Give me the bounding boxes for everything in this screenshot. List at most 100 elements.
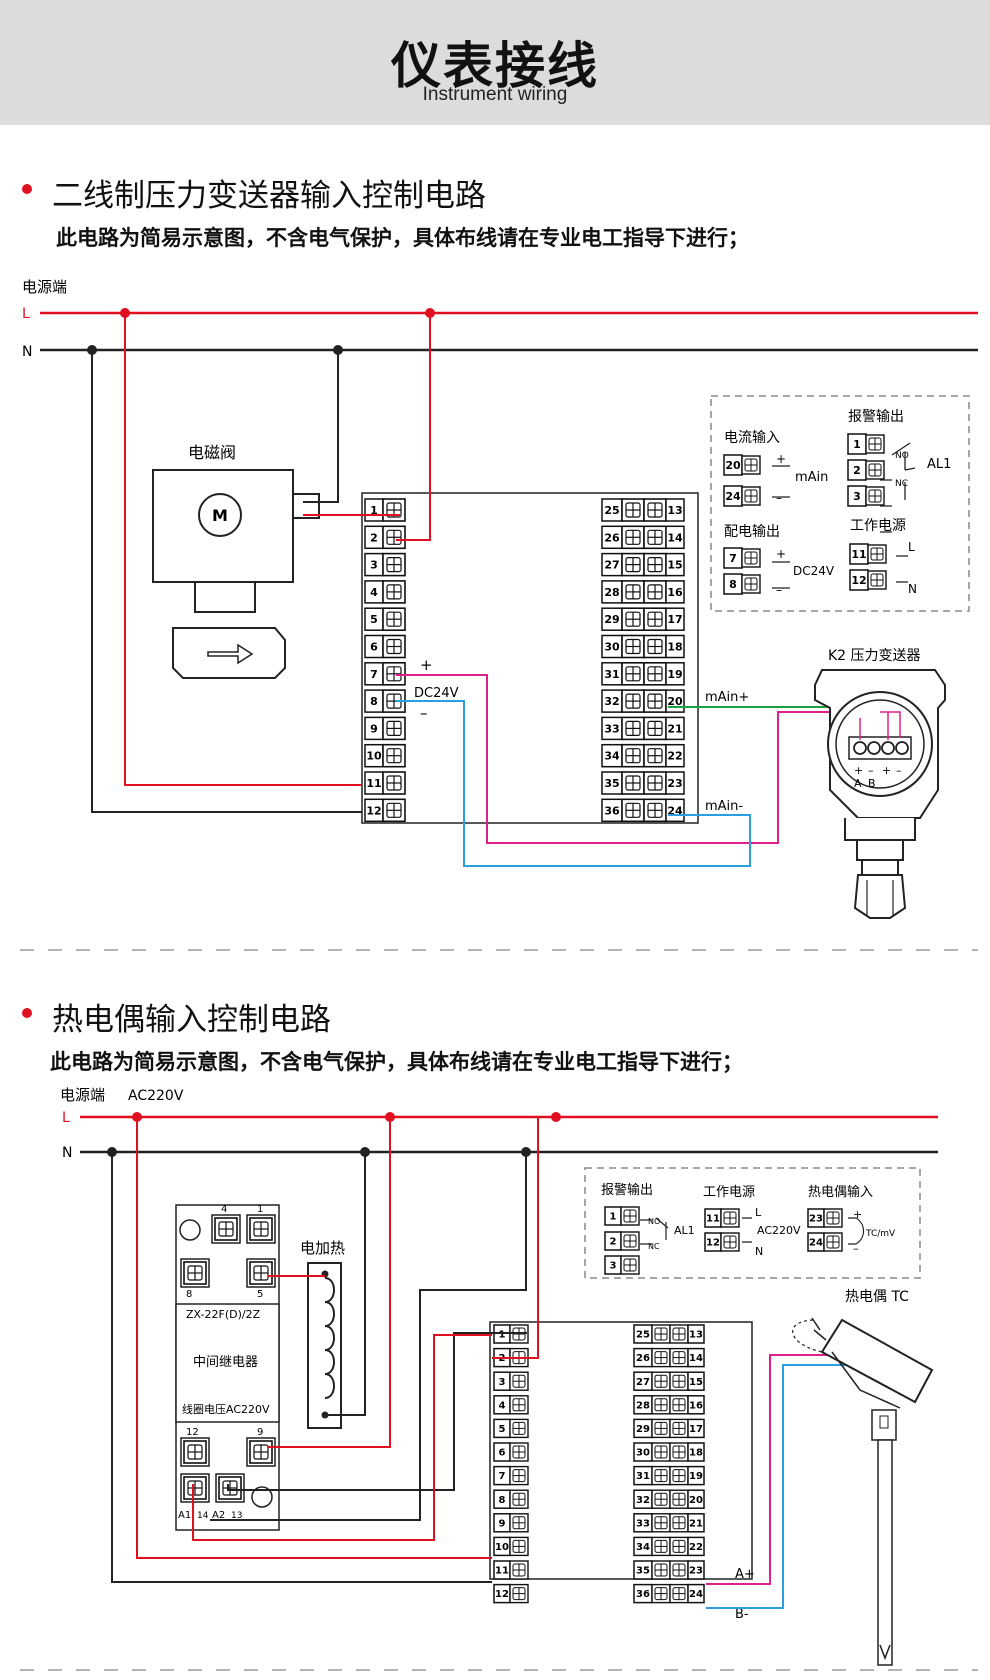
s2-legend-minus: –	[853, 1242, 859, 1255]
terminal-screw-icon	[382, 716, 406, 741]
lg-plus: +	[776, 452, 786, 466]
terminal-label: 15	[667, 559, 682, 572]
s1-mAin-plus: mAin+	[705, 690, 749, 705]
s2-legend-ac220v: AC220V	[757, 1224, 801, 1237]
terminal-screw-icon	[509, 1371, 529, 1391]
terminal-screw-icon	[382, 552, 406, 577]
legend-terminal-label: 7	[729, 552, 737, 565]
terminal-label: 8	[499, 1495, 506, 1506]
terminal-label: 32	[604, 695, 619, 708]
terminal-screw-icon	[865, 460, 885, 480]
wire-term12-neutral	[111, 1152, 492, 1583]
terminal-label: 23	[667, 777, 682, 790]
page-subtitle: Instrument wiring	[422, 84, 568, 105]
wire-term2-live	[492, 1117, 539, 1359]
terminal-screw-icon	[382, 580, 406, 604]
terminal-label: 1	[499, 1330, 506, 1341]
section1-title: 二线制压力变送器输入控制电路	[52, 178, 486, 214]
terminal-screw-icon	[621, 798, 645, 823]
legend-mAin: mAin	[795, 470, 828, 485]
terminal-screw-icon	[621, 498, 645, 522]
section2-diagram: 电源端 AC220V L N ZX-22F(D)/2Z 中间继电器 线圈电压AC…	[60, 1086, 938, 1666]
terminal-screw-icon	[669, 1560, 689, 1580]
terminal-screw-icon	[509, 1395, 529, 1415]
terminal-screw-icon	[509, 1489, 529, 1509]
terminal-screw-icon	[643, 580, 667, 604]
flow-arrow-icon	[207, 643, 254, 665]
junction-dot	[107, 1147, 117, 1157]
relay-model: ZX-22F(D)/2Z	[186, 1308, 261, 1321]
wire-valve-neutral	[303, 350, 339, 503]
s2-legend-nc: NC	[648, 1242, 660, 1251]
page-header: 仪表接线 Instrument wiring	[0, 0, 990, 125]
legend-current-input: 电流输入	[724, 430, 780, 446]
terminal-screw-icon	[643, 525, 667, 550]
terminal-label: 16	[667, 586, 683, 599]
relay-coil: 线圈电压AC220V	[182, 1402, 270, 1416]
terminal-screw-icon	[643, 634, 667, 659]
terminal-screw-icon	[509, 1465, 529, 1486]
terminal-label: 7	[370, 668, 378, 681]
terminal-label: 35	[636, 1566, 650, 1577]
terminal-label: 19	[667, 668, 682, 681]
legend-N: N	[908, 582, 917, 596]
s2-controller-block	[489, 1321, 753, 1580]
terminal-label: 36	[636, 1589, 650, 1600]
terminal-screw-icon	[621, 716, 645, 741]
terminal-screw-icon	[643, 689, 667, 713]
s2-legend-al1: AL1	[674, 1224, 695, 1237]
terminal-screw-icon	[382, 798, 406, 823]
terminal-label: 10	[366, 750, 382, 763]
t-sign: –	[896, 764, 902, 777]
terminal-screw-icon	[382, 771, 406, 795]
terminal-screw-icon	[509, 1442, 529, 1462]
t-sign: +	[882, 764, 891, 777]
terminal-screw-icon	[669, 1442, 689, 1462]
wire-relay9-live	[268, 1117, 391, 1448]
terminal-label: 36	[604, 804, 620, 817]
terminal-label: 22	[689, 1542, 703, 1553]
terminal-screw-icon	[823, 1208, 843, 1228]
terminal-screw-icon	[621, 525, 645, 550]
relay-term-8: 8	[186, 1289, 192, 1300]
junction-dot	[87, 345, 97, 355]
junction-dot	[333, 345, 343, 355]
legend-terminal-label: 8	[729, 578, 737, 591]
terminal-screw-icon	[651, 1418, 671, 1439]
lg-minus: –	[776, 583, 782, 597]
t-term-A: A	[854, 777, 862, 790]
terminal-screw-icon	[651, 1465, 671, 1486]
terminal-label: 4	[499, 1400, 506, 1411]
relay-term-9: 9	[257, 1427, 263, 1438]
s1-power-label: 电源端	[22, 278, 67, 296]
terminal-label: 24	[689, 1589, 703, 1600]
terminal-label: 5	[499, 1424, 506, 1435]
terminal-label: 28	[604, 586, 619, 599]
s2-B-minus: B-	[735, 1607, 749, 1622]
terminal-screw-icon	[382, 525, 406, 550]
terminal-screw-icon	[620, 1231, 640, 1251]
legend-nc: NC	[895, 479, 908, 489]
legend-terminal-label: 1	[853, 438, 861, 451]
terminal-screw-icon	[741, 486, 761, 506]
terminal-screw-icon	[651, 1489, 671, 1509]
t-inner-wire	[859, 711, 901, 740]
relay-term-12: 12	[186, 1427, 199, 1438]
terminal-label: 27	[604, 559, 619, 572]
terminal-label: 25	[636, 1330, 650, 1341]
relay-terminals	[180, 1214, 276, 1503]
terminal-label: 1	[370, 504, 378, 517]
legend-terminal-label: 2	[853, 464, 861, 477]
terminal-label: 3	[370, 559, 378, 572]
terminal-label: 18	[667, 640, 682, 653]
terminal-label: 17	[689, 1424, 703, 1435]
terminal-screw-icon	[669, 1465, 689, 1486]
terminal-screw-icon	[620, 1206, 640, 1226]
terminal-screw-icon	[651, 1324, 671, 1344]
terminal-screw-icon	[741, 574, 761, 594]
terminal-screw-icon	[865, 486, 885, 506]
terminal-screw-icon	[249, 1217, 273, 1241]
junction-dot	[360, 1147, 370, 1157]
terminal-screw-icon	[621, 607, 645, 632]
